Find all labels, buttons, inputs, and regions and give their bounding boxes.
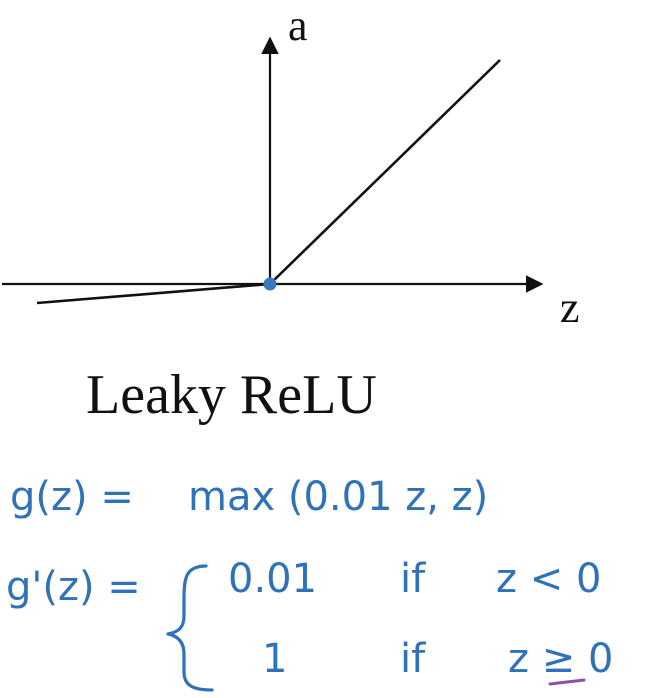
chart-title: Leaky ReLU xyxy=(86,364,377,426)
g-lhs: g(z) = xyxy=(10,474,134,520)
equations: g(z) = max (0.01 z, z) g'(z) = 0.01 if z… xyxy=(6,474,613,692)
negative-branch-line xyxy=(36,282,271,305)
positive-branch-line xyxy=(269,59,501,285)
graph: a z xyxy=(2,1,580,332)
y-axis-label: a xyxy=(288,1,308,50)
case1-condition: z < 0 xyxy=(496,556,601,602)
case2-condition: z ≥ 0 xyxy=(508,636,613,682)
case1-if: if xyxy=(400,556,426,602)
geq-accent-mark xyxy=(548,678,586,686)
origin-dot xyxy=(263,277,277,291)
case1-value: 0.01 xyxy=(228,556,317,602)
case2-value: 1 xyxy=(262,636,287,682)
curly-brace xyxy=(166,564,214,692)
x-axis-label: z xyxy=(560,283,580,332)
case2-if: if xyxy=(400,636,426,682)
gprime-lhs: g'(z) = xyxy=(6,564,141,610)
g-rhs: max (0.01 z, z) xyxy=(188,474,488,520)
